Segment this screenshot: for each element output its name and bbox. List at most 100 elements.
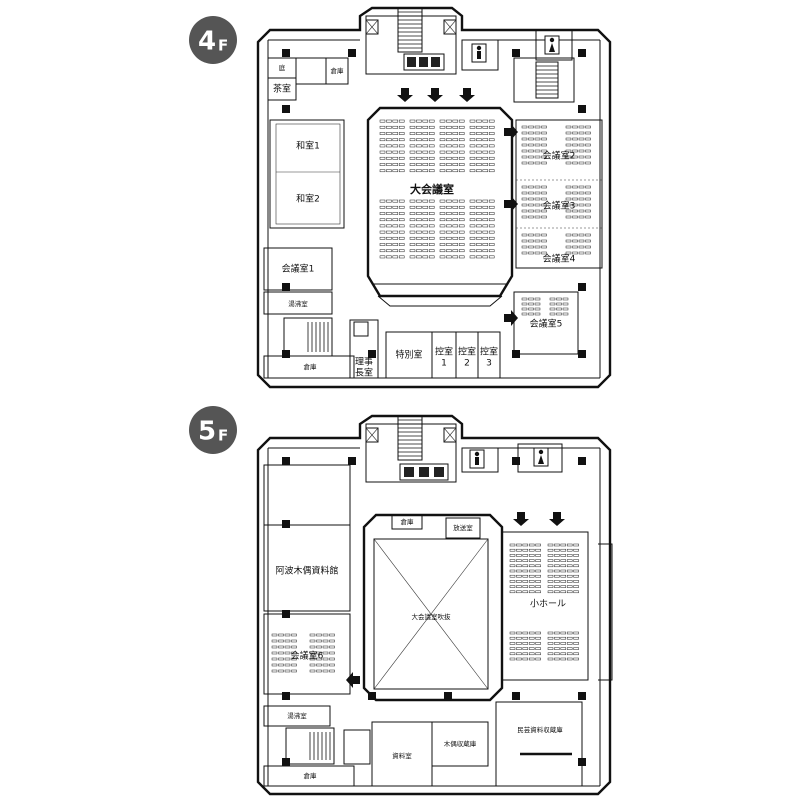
seat: [446, 199, 452, 203]
seat: [521, 312, 528, 316]
seat: [409, 132, 416, 135]
seat: [534, 191, 541, 195]
seat: [409, 230, 416, 234]
room-storage-bottom: 倉庫: [304, 362, 318, 371]
seat: [386, 138, 392, 142]
seat: [278, 657, 284, 661]
seat: [309, 657, 316, 661]
seat: [398, 144, 405, 148]
seat: [386, 243, 392, 246]
seat: [476, 218, 482, 222]
seat: [572, 143, 578, 147]
seat: [488, 255, 495, 259]
seat: [469, 150, 476, 154]
seat: [422, 169, 429, 173]
seat: [482, 224, 489, 228]
seat: [409, 249, 416, 253]
seat: [409, 224, 416, 228]
seat: [578, 161, 585, 165]
seat: [565, 245, 572, 249]
seat: [476, 205, 482, 209]
seat: [541, 197, 547, 201]
seat: [560, 652, 567, 656]
seat: [566, 585, 573, 588]
seat: [566, 543, 573, 547]
seat: [534, 209, 541, 213]
seat: [469, 249, 476, 253]
seat: [452, 236, 459, 240]
seat: [521, 125, 528, 129]
seat: [446, 236, 452, 240]
seat: [452, 212, 459, 215]
seat: [566, 590, 573, 594]
seat: [392, 205, 399, 209]
seat: [578, 233, 585, 237]
seat: [535, 590, 541, 594]
seat: [565, 149, 572, 153]
seat: [528, 137, 534, 141]
seat: [488, 212, 495, 215]
seat: [578, 197, 585, 201]
seat: [578, 143, 585, 147]
seat: [578, 215, 585, 219]
arrow-down-icon: [513, 512, 565, 526]
seat: [541, 161, 547, 165]
seat: [386, 199, 392, 203]
seat: [476, 236, 482, 240]
seat: [522, 569, 529, 573]
seat: [522, 564, 529, 568]
seat: [409, 119, 416, 123]
seat: [458, 218, 465, 222]
seat: [278, 645, 284, 649]
seat: [416, 255, 422, 259]
seat: [469, 230, 476, 234]
seat: [416, 199, 422, 203]
seat: [528, 239, 534, 243]
seat: [509, 548, 516, 552]
seat: [585, 185, 591, 189]
seat: [488, 230, 495, 234]
seat: [452, 150, 459, 154]
seat: [439, 205, 446, 209]
seat: [521, 233, 528, 237]
seat: [439, 230, 446, 234]
seat: [547, 631, 554, 635]
seat: [458, 205, 465, 209]
seat: [547, 585, 554, 588]
room-waiting-2-a: 控室: [458, 346, 476, 358]
seat: [398, 218, 405, 222]
seat: [573, 559, 579, 562]
seat: [452, 199, 459, 203]
seat: [535, 647, 541, 650]
seat: [488, 132, 495, 135]
seat: [535, 543, 541, 547]
seat: [284, 639, 291, 643]
seat: [398, 132, 405, 135]
seat: [271, 651, 278, 655]
seat: [271, 669, 278, 673]
seat: [572, 191, 578, 195]
seat: [573, 647, 579, 650]
seat: [554, 574, 560, 578]
seat: [322, 645, 329, 649]
seat: [578, 131, 585, 135]
seat: [528, 631, 535, 635]
seat: [446, 138, 452, 142]
seat: [422, 243, 429, 246]
seat: [458, 249, 465, 253]
seat: [572, 251, 578, 255]
seat: [509, 636, 516, 640]
seat: [416, 138, 422, 142]
seat: [329, 657, 335, 661]
seat: [409, 125, 416, 129]
room-washitsu-2: 和室2: [296, 193, 320, 205]
seat: [547, 554, 554, 557]
stair-top: [397, 415, 423, 461]
seat: [291, 639, 297, 643]
seat: [528, 245, 534, 249]
seat: [469, 163, 476, 166]
seat: [469, 255, 476, 259]
seat: [422, 212, 429, 215]
seat: [398, 156, 405, 160]
seat: [482, 119, 489, 123]
